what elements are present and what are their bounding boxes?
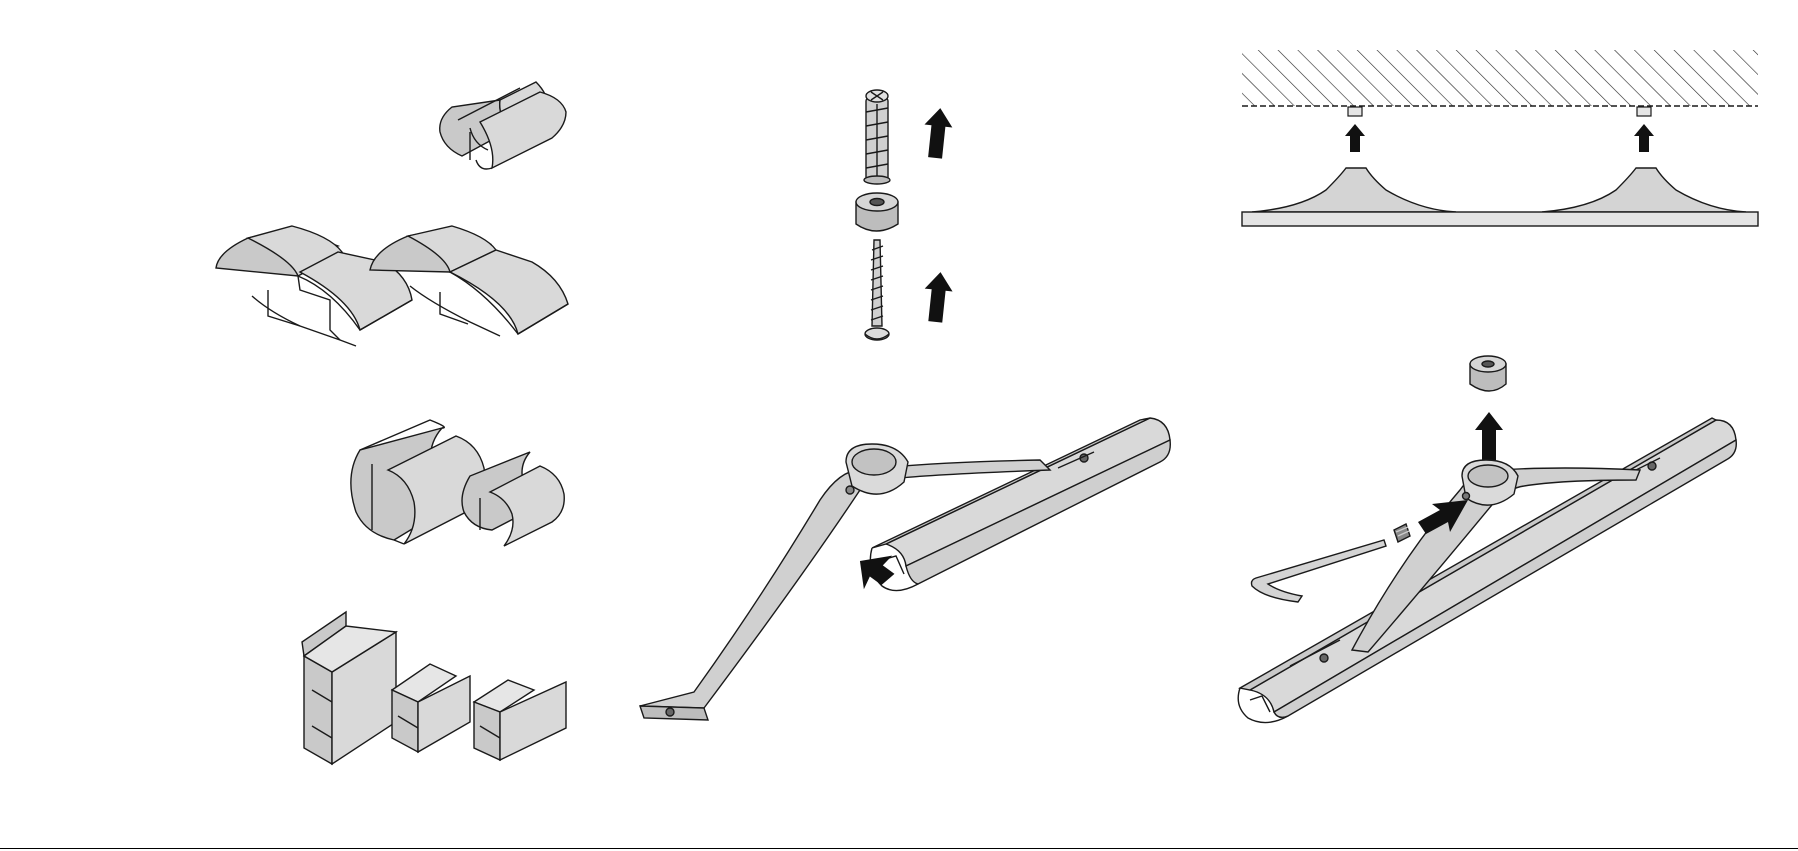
ceiling-fixing-point	[1637, 107, 1651, 116]
ceiling-mount-panel	[1242, 50, 1758, 226]
up-arrow-icon	[1345, 124, 1654, 152]
twin-wide-rail-profiles	[216, 226, 568, 346]
spacer-ring-icon	[856, 193, 898, 231]
up-arrow-icon	[1475, 412, 1503, 460]
screw-icon	[865, 240, 889, 340]
bracket-into-rail	[640, 418, 1170, 720]
bracket-insert-panel	[640, 418, 1170, 720]
up-arrow-icon	[921, 271, 954, 324]
twin-round-rail-profiles	[351, 420, 564, 546]
flat-rail-profiles	[302, 612, 566, 764]
rail-with-brackets	[1242, 168, 1758, 226]
hatched-ceiling	[1242, 50, 1758, 106]
ceiling-fixing-point	[1348, 107, 1362, 116]
spacer-ring-icon	[1470, 356, 1506, 391]
page-bottom-rule	[0, 848, 1798, 849]
hex-key-icon	[1252, 540, 1387, 602]
fixings-panel	[856, 90, 954, 340]
grub-screw-icon	[1394, 524, 1410, 542]
small-oval-rail-profile	[440, 82, 566, 169]
wall-plug-icon	[864, 90, 890, 184]
spacer-fit-panel	[1238, 356, 1736, 723]
rail-profiles-panel	[216, 82, 568, 764]
spacer-onto-bracket	[1238, 418, 1736, 723]
up-arrow-icon	[921, 107, 954, 160]
